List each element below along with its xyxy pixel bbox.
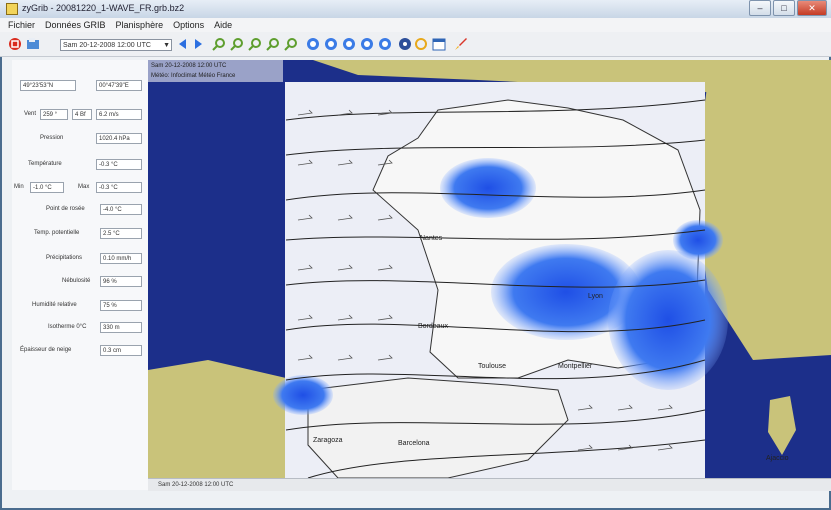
zoom-in-icon[interactable] [212,37,226,51]
min-temperature-field: -1.0 °C [30,182,64,193]
precipitation-zone [491,244,641,340]
precipitation-zone [673,220,723,260]
max-label: Max [78,184,90,190]
window-title: zyGrib - 20081220_1-WAVE_FR.grb.bz2 [22,3,185,13]
menu-bar: Fichier Données GRIB Planisphère Options… [0,18,831,32]
go-right-icon[interactable] [360,37,374,51]
chevron-down-icon: ▼ [163,42,170,49]
window-controls: – □ ✕ [749,0,827,16]
rocket-icon[interactable] [454,37,468,51]
zoom-global-icon[interactable] [284,37,298,51]
map-info-source: Météo: Infoclimat Météo France [151,73,236,79]
close-red-icon[interactable] [8,37,22,51]
precipitation-zone [273,375,333,415]
isobar-lines [285,99,706,479]
city-label: Ajaccio [766,455,789,462]
precipitation-field: 0.10 mm/h [100,253,142,264]
potential-temp-label: Temp. potentielle [34,230,80,236]
calendar-icon[interactable] [432,37,446,51]
dewpoint-label: Point de rosée [46,206,85,212]
pressure-field: 1020.4 hPa [96,133,142,144]
go-up-icon[interactable] [306,37,320,51]
city-label: Nantes [420,235,443,242]
close-button[interactable]: ✕ [797,0,827,16]
snow-depth-label: Épaisseur de neige [20,347,72,353]
wind-direction-field: 259 ° [40,109,68,120]
city-label: Montpellier [558,363,593,370]
menu-planisphere[interactable]: Planisphère [115,20,164,30]
minimize-button[interactable]: – [749,0,771,16]
precipitation-zone [608,250,728,390]
go-center-icon[interactable] [378,37,392,51]
wind-beaufort-field: 4 Bf [72,109,92,120]
app-icon [6,3,18,15]
snow-depth-field: 0.3 cm [100,345,142,356]
city-label: Bordeaux [418,323,448,330]
go-left-icon[interactable] [342,37,356,51]
pressure-label: Pression [40,135,64,141]
land-southwest [148,360,286,490]
menu-donnees-grib[interactable]: Données GRIB [45,20,106,30]
wind-label: Vent [24,111,37,117]
go-down-icon[interactable] [324,37,338,51]
cloud-cover-label: Nébulosité [62,278,91,284]
search-icon[interactable] [414,37,428,51]
temperature-field: -0.3 °C [96,159,142,170]
precipitation-label: Précipitations [46,255,83,261]
status-bar: Sam 20-12-2008 12:00 UTC [148,478,831,491]
wind-speed-field: 6.2 m/s [96,109,142,120]
zoom-out-icon[interactable] [230,37,244,51]
date-select-value: Sam 20-12-2008 12:00 UTC [63,42,151,49]
land-spain [307,377,569,479]
wind-arrows [297,109,673,451]
land-north [313,60,831,120]
precipitation-zone [440,158,536,218]
min-label: Min [14,184,24,190]
date-select[interactable]: Sam 20-12-2008 12:00 UTC ▼ [60,39,172,51]
land-east [693,75,831,360]
city-label: Lyon [588,293,603,300]
cloud-cover-field: 96 % [100,276,142,287]
menu-options[interactable]: Options [173,20,205,30]
city-label: Toulouse [478,363,506,370]
zoom-fit-icon[interactable] [266,37,280,51]
previous-arrow-icon[interactable] [176,37,190,51]
title-bar[interactable]: zyGrib - 20081220_1-WAVE_FR.grb.bz2 – □ … [0,0,831,19]
zoom-selection-icon[interactable] [248,37,262,51]
land-corsica [768,396,796,455]
temperature-label: Température [28,161,62,167]
humidity-label: Humidité relative [32,302,77,308]
isotherm-label: Isotherme 0°C [48,324,87,330]
city-label: Zaragoza [313,437,343,444]
open-file-icon[interactable] [26,37,40,51]
isotherm-field: 330 m [100,322,142,333]
settings-icon[interactable] [398,37,412,51]
map-canvas[interactable]: Nantes Lyon Toulouse Montpellier Bordeau… [148,60,831,490]
data-panel: 49°23'53"N 00°47'39"E Vent 259 ° 4 Bf 6.… [12,60,149,490]
humidity-field: 75 % [100,300,142,311]
map-info-overlay: Sam 20-12-2008 12:00 UTC Météo: Infoclim… [148,60,283,82]
potential-temp-field: 2.5 °C [100,228,142,239]
latitude-field: 49°23'53"N [20,80,76,91]
menu-aide[interactable]: Aide [214,20,233,30]
maximize-button[interactable]: □ [773,0,795,16]
menu-fichier[interactable]: Fichier [8,20,36,30]
toolbar: Sam 20-12-2008 12:00 UTC ▼ [0,32,831,57]
max-temperature-field: -0.3 °C [96,182,142,193]
city-label: Barcelona [398,440,430,447]
status-date: Sam 20-12-2008 12:00 UTC [158,482,234,488]
dewpoint-field: -4.0 °C [100,204,142,215]
next-arrow-icon[interactable] [191,37,205,51]
map-view[interactable]: Nantes Lyon Toulouse Montpellier Bordeau… [148,60,831,490]
longitude-field: 00°47'39"E [96,80,142,91]
map-info-date: Sam 20-12-2008 12:00 UTC [151,63,227,69]
